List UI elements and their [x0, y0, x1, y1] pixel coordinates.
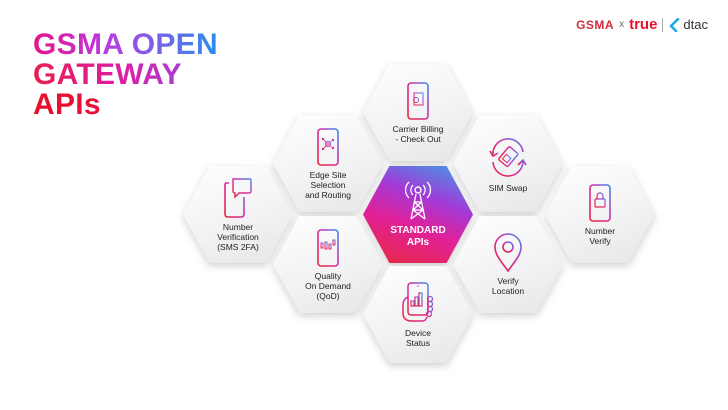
- sim-swap-icon: [489, 138, 527, 177]
- hex-label: Number Verification (SMS 2FA): [217, 222, 259, 252]
- hex-number-verification[interactable]: Number Verification (SMS 2FA): [183, 166, 293, 263]
- hex-label: Carrier Billing - Check Out: [392, 124, 444, 144]
- phone-lock-icon: [589, 184, 611, 222]
- logo-separator: x: [619, 19, 625, 30]
- hex-label: Edge Site Selection and Routing: [305, 170, 351, 200]
- partner-logos: GSMA x true dtac: [576, 16, 708, 33]
- hex-sim-swap[interactable]: SIM Swap: [453, 115, 563, 212]
- hex-number-verify[interactable]: Number Verify: [545, 166, 655, 263]
- dtac-logo: dtac: [668, 17, 708, 32]
- hex-label: SIM Swap: [488, 183, 528, 193]
- hex-quality-on-demand[interactable]: Quality On Demand (QoD): [273, 216, 383, 313]
- hex-label: Number Verify: [584, 226, 616, 246]
- phone-billing-icon: [407, 82, 429, 120]
- location-pin-icon: [494, 233, 522, 273]
- true-logo: true: [629, 16, 658, 33]
- dtac-text: dtac: [683, 17, 708, 32]
- hex-device-status[interactable]: Device Status: [363, 266, 473, 363]
- hex-label: Device Status: [405, 328, 431, 348]
- title-line-3: APIs: [33, 90, 218, 120]
- hex-standard-apis[interactable]: STANDARD APIs: [363, 166, 473, 263]
- title-line-2: GATEWAY: [33, 60, 218, 90]
- hex-verify-location[interactable]: Verify Location: [453, 216, 563, 313]
- hex-carrier-billing[interactable]: Carrier Billing - Check Out: [363, 64, 473, 161]
- phone-message-icon: [224, 178, 252, 218]
- hex-label: Verify Location: [491, 276, 525, 296]
- logo-divider: [662, 17, 664, 32]
- hex-edge-site[interactable]: Edge Site Selection and Routing: [273, 115, 383, 212]
- hand-phone-icon: [402, 282, 434, 322]
- phone-network-icon: [317, 128, 339, 166]
- title-line-1: GSMA OPEN: [33, 28, 218, 61]
- hex-label: STANDARD APIs: [390, 224, 446, 248]
- hex-label: Quality On Demand (QoD): [305, 271, 351, 301]
- phone-chart-icon: [317, 229, 339, 267]
- gsma-logo: GSMA: [576, 17, 615, 32]
- antenna-tower-icon: [404, 181, 432, 220]
- dtac-mark-icon: [669, 17, 680, 32]
- page-title: GSMA OPEN GATEWAY APIs: [33, 30, 218, 120]
